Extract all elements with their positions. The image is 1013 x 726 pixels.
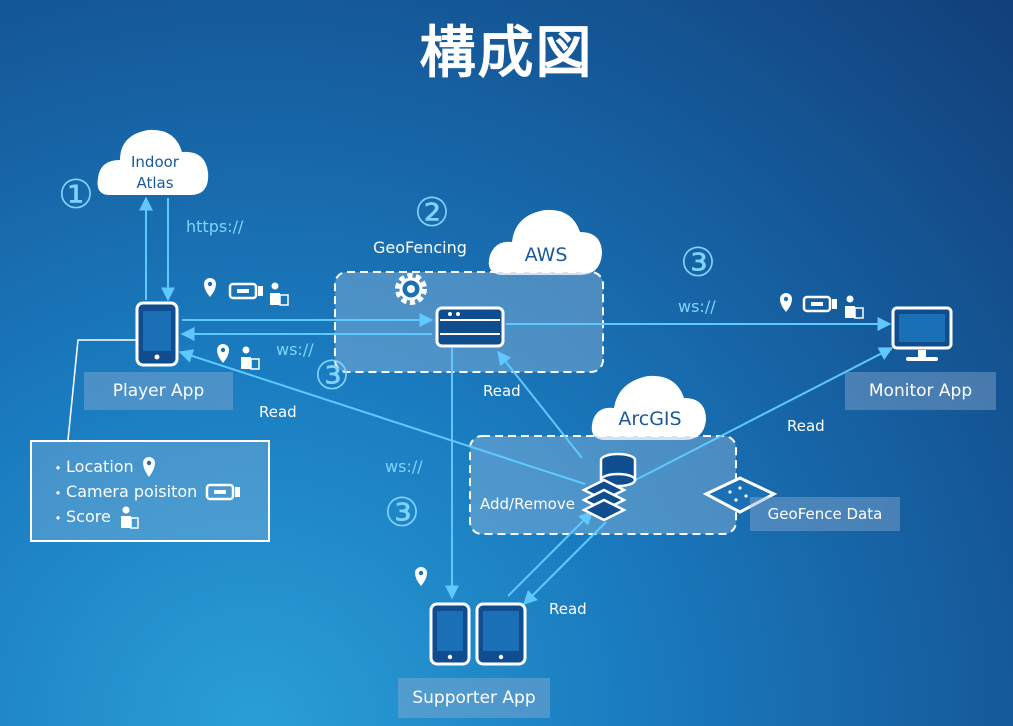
step-3-badge-supporter: ③ — [384, 490, 420, 536]
legend-leader-line — [67, 339, 140, 441]
arcgis-label: ArcGIS — [618, 408, 682, 430]
supporter-app-label: Supporter App — [398, 678, 550, 718]
server-icon — [435, 306, 505, 348]
data-legend: ・ Location ・ Camera poisiton ・ Score — [30, 440, 270, 542]
database-icon — [581, 452, 637, 522]
player-app-label: Player App — [84, 372, 233, 410]
legend-bullet: ・ — [50, 508, 67, 528]
monitor-app-label: Monitor App — [845, 372, 996, 410]
read-label-aws: Read — [483, 382, 521, 400]
geofence-data-label: GeoFence Data — [750, 497, 900, 531]
legend-text-location: Location — [66, 457, 134, 476]
camera-icon — [206, 483, 241, 500]
location-pin-icon — [142, 456, 155, 477]
step-3-badge-monitor: ③ — [680, 240, 716, 286]
gear-icon — [395, 273, 427, 305]
page-title: 構成図 — [419, 21, 594, 86]
add-remove-label: Add/Remove — [480, 495, 575, 513]
step-1-badge: ① — [58, 172, 94, 218]
data-icons-player-top — [204, 278, 289, 306]
legend-text-score: Score — [66, 507, 111, 526]
legend-bullet: ・ — [50, 458, 67, 478]
indoor-atlas-cloud — [97, 129, 209, 195]
data-icons-player-bottom — [217, 344, 260, 370]
data-icon-supporter — [415, 567, 427, 586]
geofence-map-icon — [702, 476, 778, 514]
aws-cloud — [488, 209, 602, 275]
read-label-player: Read — [259, 403, 297, 421]
indoor-atlas-line-1: Indoor — [131, 153, 179, 171]
arcgis-cloud — [591, 375, 706, 440]
monitor-icon — [891, 306, 953, 361]
ws-label-monitor: ws:// — [678, 297, 716, 316]
read-label-monitor: Read — [787, 417, 825, 435]
legend-item-location: ・ Location — [50, 454, 268, 479]
legend-item-score: ・ Score — [50, 504, 268, 529]
indoor-atlas-line-2: Atlas — [136, 174, 174, 192]
indoor-atlas-label: Indoor Atlas — [120, 152, 190, 194]
aws-label: AWS — [524, 244, 568, 266]
ws-label-supporter: ws:// — [385, 457, 423, 476]
supporter-phone-icon — [429, 602, 471, 666]
step-2-badge: ② — [414, 190, 450, 236]
arrow-db-to-server — [497, 350, 583, 459]
supporter-tablet-icon — [475, 602, 527, 666]
player-phone-icon — [135, 301, 179, 367]
arrow-db-to-monitor — [619, 347, 894, 489]
legend-bullet: ・ — [50, 483, 67, 503]
arrow-supporter-to-db — [507, 511, 593, 597]
legend-item-camera: ・ Camera poisiton — [50, 479, 268, 504]
geofencing-label: GeoFencing — [373, 238, 467, 257]
legend-text-camera: Camera poisiton — [66, 482, 198, 501]
ws-label-player: ws:// — [276, 340, 314, 359]
data-icons-monitor — [780, 293, 864, 319]
read-label-supporter: Read — [549, 600, 587, 618]
arrow-db-to-supporter — [523, 521, 607, 605]
score-icon — [120, 506, 139, 529]
arrow-db-to-player — [178, 349, 586, 485]
https-label: https:// — [186, 217, 244, 236]
step-3-badge-player: ③ — [314, 353, 350, 399]
